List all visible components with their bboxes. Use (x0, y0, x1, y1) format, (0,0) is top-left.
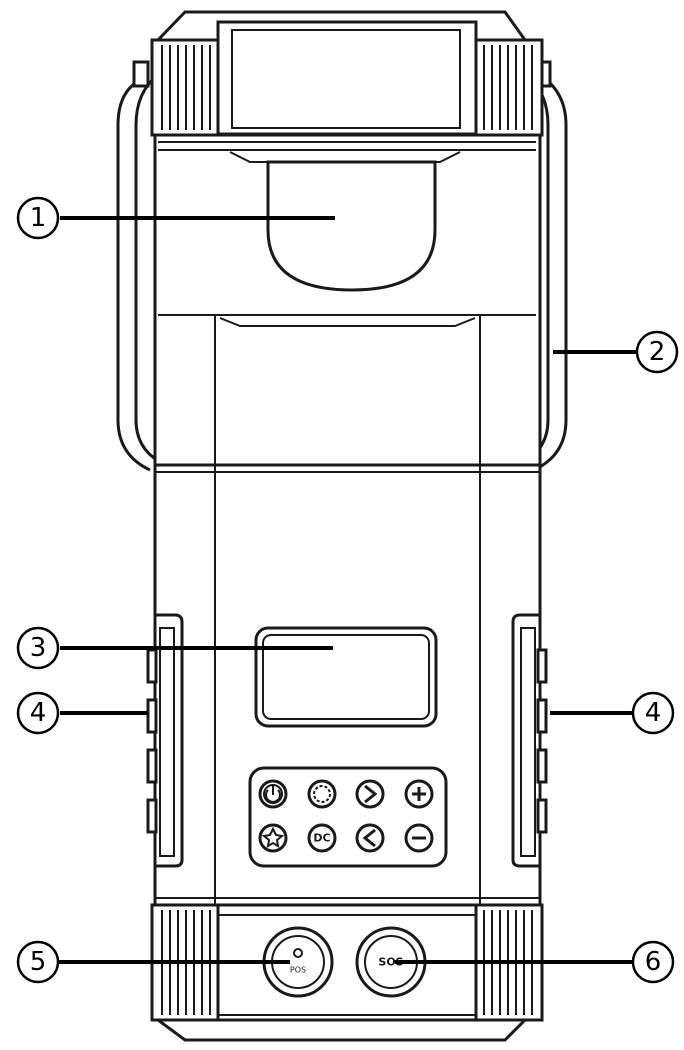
power-icon (265, 786, 281, 803)
callout-3: 3 (16, 626, 60, 670)
callout-2-label: 2 (649, 337, 666, 367)
top-left-grip (150, 38, 220, 137)
callout-6: 6 (631, 940, 675, 984)
next-icon (364, 784, 378, 804)
callout-1-label: 1 (30, 203, 47, 233)
callout-5-label: 5 (30, 947, 47, 977)
callout-4-right: 4 (631, 691, 675, 735)
top-right-grip (474, 38, 544, 137)
lamp-lens (266, 160, 437, 292)
left-side-panel (146, 613, 184, 868)
minus-button[interactable] (404, 823, 434, 853)
top-cap (150, 10, 544, 137)
mode-icon (313, 785, 331, 803)
display-screen (254, 626, 438, 728)
callout-4-left-label: 4 (30, 698, 47, 728)
prev-icon (362, 828, 376, 848)
callout-5: 5 (16, 940, 60, 984)
sos-label: SOS (378, 956, 403, 969)
plus-icon (412, 787, 426, 801)
right-side-panel (511, 613, 548, 868)
sos-button[interactable]: SOS (355, 926, 427, 998)
callout-6-label: 6 (645, 947, 662, 977)
star-button[interactable] (258, 823, 288, 853)
callout-4-left: 4 (16, 691, 60, 735)
keypad: DC (248, 766, 448, 868)
plus-button[interactable] (404, 779, 434, 809)
star-icon (261, 826, 285, 848)
callout-1: 1 (16, 196, 60, 240)
next-button[interactable] (355, 779, 385, 809)
dc-button[interactable]: DC (307, 823, 337, 853)
power-button[interactable] (258, 779, 288, 809)
mode-button[interactable] (307, 779, 337, 809)
dc-label: DC (313, 832, 330, 845)
bottom-cap: POS SOS (150, 903, 544, 1042)
prev-button[interactable] (355, 823, 385, 853)
pos-label: POS (290, 966, 306, 975)
callout-4-right-label: 4 (645, 698, 662, 728)
callout-leaders (58, 216, 636, 964)
callout-3-label: 3 (30, 633, 47, 663)
callout-2: 2 (635, 330, 679, 374)
